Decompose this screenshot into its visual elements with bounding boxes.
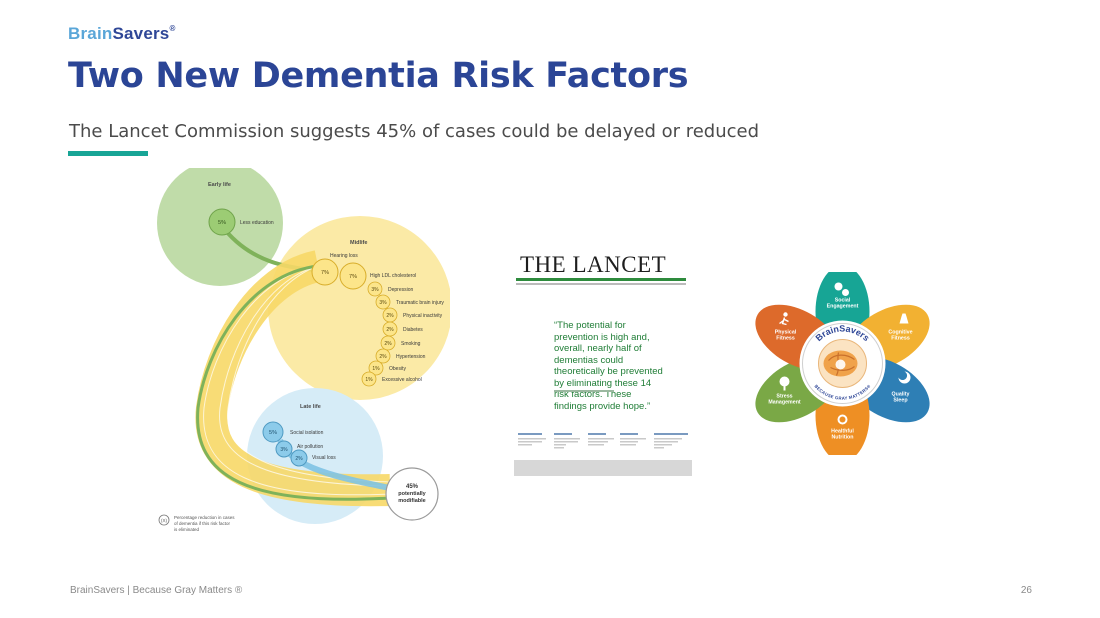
chess-piece-icon bbox=[899, 313, 909, 324]
article-summary-table bbox=[518, 433, 688, 449]
svg-text:1%: 1% bbox=[372, 366, 380, 372]
svg-text:Cognitive: Cognitive bbox=[888, 330, 912, 336]
svg-text:Quality: Quality bbox=[892, 392, 910, 398]
svg-text:7%: 7% bbox=[321, 270, 329, 276]
lancet-masthead: THE LANCET bbox=[520, 252, 667, 277]
stress-management-label: Stress Management bbox=[768, 376, 801, 406]
svg-text:Excessive alcohol: Excessive alcohol bbox=[382, 377, 422, 383]
slide-footer: BrainSavers | Because Gray Matters ® bbox=[70, 585, 243, 596]
svg-text:2%: 2% bbox=[295, 456, 303, 462]
brainsavers-pillars-wheel: BrainSavers BECAUSE GRAY MATTERS® Social… bbox=[755, 272, 930, 455]
svg-text:Physical inactivity: Physical inactivity bbox=[403, 313, 443, 319]
svg-text:5%: 5% bbox=[269, 430, 277, 436]
early-life-heading: Early life bbox=[208, 182, 231, 188]
factor-label: Hearing loss bbox=[330, 253, 358, 259]
svg-text:Smoking: Smoking bbox=[401, 341, 421, 347]
late-life-factors: 5% Social isolation 3% Air pollution 2% … bbox=[262, 421, 336, 467]
factor-pct: 5% bbox=[218, 220, 226, 226]
svg-text:2%: 2% bbox=[386, 327, 394, 333]
svg-text:Nutrition: Nutrition bbox=[831, 435, 853, 441]
svg-text:1%: 1% bbox=[365, 377, 373, 383]
svg-text:Management: Management bbox=[768, 400, 801, 406]
svg-text:Diabetes: Diabetes bbox=[403, 327, 423, 333]
svg-text:Social isolation: Social isolation bbox=[290, 430, 324, 436]
legend-text: Percentage reduction in cases bbox=[174, 515, 235, 520]
svg-text:Fitness: Fitness bbox=[891, 336, 910, 342]
svg-text:(X): (X) bbox=[161, 518, 168, 523]
svg-text:Visual loss: Visual loss bbox=[312, 455, 336, 461]
total-line1: potentially bbox=[398, 491, 426, 497]
svg-text:3%: 3% bbox=[371, 287, 379, 293]
healthful-nutrition-label: Healthful Nutrition bbox=[831, 414, 854, 441]
risk-stream bbox=[195, 250, 391, 507]
svg-text:Traumatic brain injury: Traumatic brain injury bbox=[396, 300, 444, 306]
svg-text:Depression: Depression bbox=[388, 287, 414, 293]
svg-text:Physical: Physical bbox=[775, 330, 797, 336]
svg-text:Fitness: Fitness bbox=[776, 336, 795, 342]
factor-label: Less education bbox=[240, 220, 274, 226]
svg-text:2%: 2% bbox=[384, 341, 392, 347]
runner-icon bbox=[783, 312, 788, 317]
total-pct: 45% bbox=[406, 484, 419, 490]
svg-text:Obesity: Obesity bbox=[389, 366, 406, 372]
svg-text:Sleep: Sleep bbox=[893, 398, 908, 404]
svg-text:is eliminated: is eliminated bbox=[174, 527, 200, 532]
svg-text:Social: Social bbox=[835, 298, 851, 304]
total-modifiable-circle bbox=[385, 467, 439, 521]
masthead-rule bbox=[516, 278, 686, 281]
brainsavers-logo: BrainSavers® bbox=[68, 24, 176, 43]
svg-text:Hypertension: Hypertension bbox=[396, 354, 426, 360]
svg-text:of dementia if this risk facto: of dementia if this risk factor bbox=[174, 521, 231, 526]
title-underline bbox=[68, 151, 148, 156]
svg-text:7%: 7% bbox=[349, 274, 357, 280]
svg-text:Engagement: Engagement bbox=[827, 304, 859, 310]
svg-text:Stress: Stress bbox=[776, 394, 792, 400]
page-number: 26 bbox=[1020, 585, 1032, 596]
late-life-heading: Late life bbox=[300, 404, 321, 410]
legend-symbol bbox=[158, 514, 170, 526]
svg-text:2%: 2% bbox=[386, 313, 394, 319]
tree-icon bbox=[779, 376, 790, 387]
speech-bubble-icon bbox=[834, 282, 843, 291]
brain-icon bbox=[823, 350, 858, 377]
svg-text:3%: 3% bbox=[280, 447, 288, 453]
lancet-article-thumbnail: THE LANCET “The potential for prevention… bbox=[514, 248, 692, 476]
slide-subtitle: The Lancet Commission suggests 45% of ca… bbox=[69, 121, 760, 142]
midlife-factors: 7% 7% High LDL cholesterol 3% Depression… bbox=[311, 258, 444, 387]
svg-text:3%: 3% bbox=[379, 300, 387, 306]
midlife-heading: Midlife bbox=[350, 240, 367, 246]
article-footer-strip bbox=[514, 460, 692, 476]
svg-text:Healthful: Healthful bbox=[831, 429, 854, 435]
svg-text:2%: 2% bbox=[379, 354, 387, 360]
svg-text:Air pollution: Air pollution bbox=[297, 444, 323, 450]
social-engagement-label: Social Engagement bbox=[827, 282, 859, 310]
quality-sleep-label: Quality Sleep bbox=[892, 371, 911, 404]
lancet-quote: “The potential for prevention is high an… bbox=[554, 320, 663, 412]
physical-fitness-label: Physical Fitness bbox=[775, 312, 797, 342]
total-line2: modifiable bbox=[398, 498, 426, 504]
svg-text:High LDL cholesterol: High LDL cholesterol bbox=[370, 273, 416, 279]
moon-icon bbox=[898, 371, 911, 384]
risk-factor-lifecourse-diagram: Early life 5% Less education Midlife Hea… bbox=[157, 168, 450, 532]
factor-marker bbox=[208, 208, 236, 236]
slide-title: Two New Dementia Risk Factors bbox=[68, 56, 689, 96]
cognitive-fitness-label: Cognitive Fitness bbox=[888, 313, 913, 342]
